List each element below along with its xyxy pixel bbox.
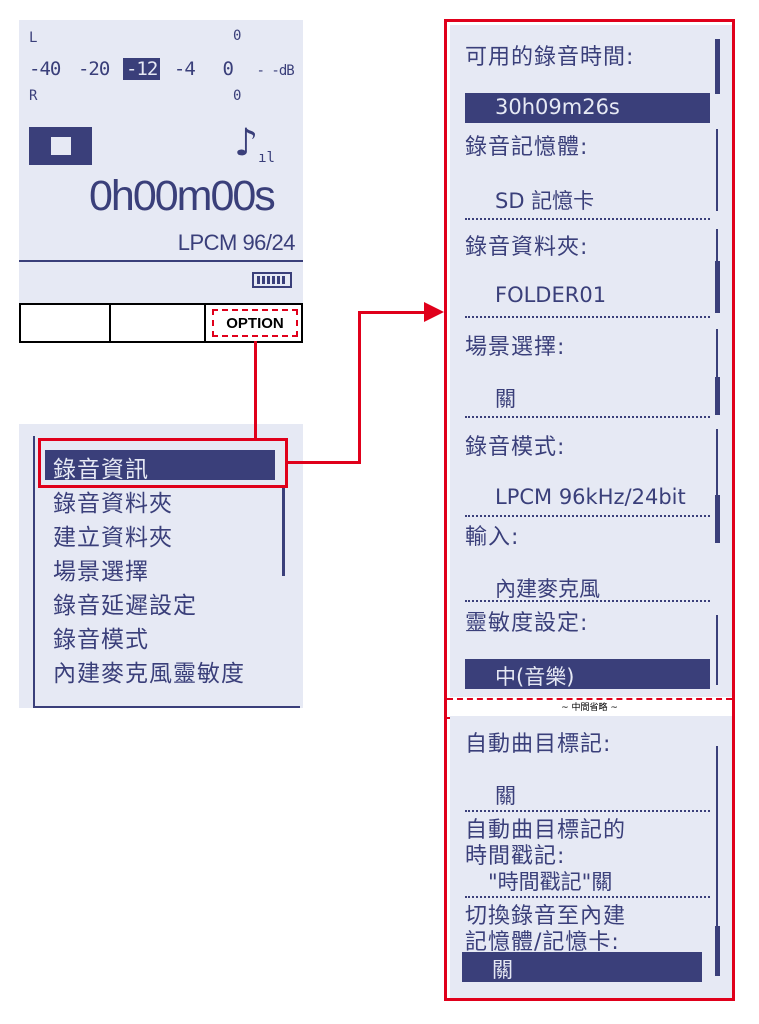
info-value: 關 (492, 958, 513, 982)
info-label: 錄音記憶體: (465, 135, 589, 160)
menu-item-mic-sensitivity[interactable]: 內建麥克風靈敏度 (53, 661, 245, 687)
stop-icon (29, 127, 92, 165)
divider (19, 260, 303, 262)
menu-frame (33, 436, 300, 708)
separator (465, 515, 710, 517)
info-label-line1: 切換錄音至內建 (465, 904, 627, 929)
info-label: 場景選擇: (465, 335, 566, 360)
option-button[interactable]: OPTION (212, 309, 298, 337)
info-value-highlight: 30h09m26s (465, 93, 710, 123)
info-value: "時間戳記"關 (488, 870, 613, 894)
scroll-track (716, 615, 718, 685)
peak-marker-bottom: 0 (233, 88, 242, 104)
info-value: LPCM 96kHz/24bit (495, 485, 686, 509)
info-label: 輸入: (465, 525, 520, 550)
info-label: 錄音模式: (465, 435, 566, 460)
menu-item-rec-delay[interactable]: 錄音延遲設定 (53, 593, 197, 619)
connector-line (288, 461, 361, 464)
info-label: 可用的錄音時間: (465, 45, 635, 70)
meter-unit: - -dB (256, 63, 295, 79)
meter-tick: -4 (173, 58, 196, 80)
separator (465, 600, 710, 602)
scroll-track (716, 746, 718, 976)
menu-item-create-folder[interactable]: 建立資料夾 (53, 525, 173, 551)
info-value: 內建麥克風 (495, 577, 600, 601)
info-label: 靈敏度設定: (465, 611, 589, 636)
scroll-indicator (715, 377, 720, 415)
scroll-indicator (715, 926, 720, 976)
info-value: 中(音樂) (495, 665, 575, 689)
rec-info-screen-top: 可用的錄音時間: 30h09m26s 錄音記憶體: SD 記憶卡 錄音資料夾: … (450, 25, 732, 697)
connector-line (358, 311, 428, 314)
info-value: SD 記憶卡 (495, 189, 595, 213)
menu-item-rec-info[interactable]: 錄音資訊 (53, 457, 149, 483)
scroll-indicator (715, 261, 720, 313)
menu-scrollbar[interactable] (282, 486, 285, 576)
channel-right-label: R (29, 88, 38, 104)
scroll-indicator (715, 495, 720, 543)
divider (204, 305, 206, 341)
meter-tick-selected: -12 (122, 58, 161, 80)
separator (465, 810, 710, 812)
peak-marker-top: 0 (233, 28, 242, 44)
meter-tick: -20 (77, 58, 110, 80)
info-label: 錄音資料夾: (465, 235, 589, 260)
music-note-icon: ♪ıl (234, 120, 275, 166)
menu-item-rec-mode[interactable]: 錄音模式 (53, 627, 149, 653)
level-meter-scale: -40 -20 -12 -4 0 - -dB (29, 58, 295, 80)
menu-item-rec-folder[interactable]: 錄音資料夾 (53, 491, 173, 517)
scroll-track (716, 129, 718, 211)
option-menu: 錄音資訊 錄音資料夾 建立資料夾 場景選擇 錄音延遲設定 錄音模式 內建麥克風靈… (19, 424, 303, 708)
elapsed-time: 0h00m00s (89, 172, 276, 220)
separator (465, 896, 710, 898)
info-label-line2: 記憶體/記憶卡: (465, 930, 620, 955)
battery-icon (252, 272, 292, 288)
recorder-display: L 0 -40 -20 -12 -4 0 - -dB R 0 ♪ıl 0h00m… (19, 20, 303, 305)
recording-format: LPCM 96/24 (177, 230, 296, 255)
scroll-track (716, 429, 718, 511)
arrow-head-icon (424, 302, 444, 322)
channel-left-label: L (29, 30, 38, 46)
meter-tick: -40 (29, 58, 61, 80)
info-value: 關 (495, 387, 516, 411)
menu-selection-highlight (45, 450, 275, 480)
info-value-highlight: 中(音樂) (465, 659, 710, 689)
rec-info-panel: 可用的錄音時間: 30h09m26s 錄音記憶體: SD 記憶卡 錄音資料夾: … (444, 19, 735, 1001)
connector-line (254, 341, 257, 439)
rec-info-screen-bottom: 自動曲目標記: 關 自動曲目標記的 時間戳記: "時間戳記"關 切換錄音至內建 … (450, 716, 732, 998)
info-value-highlight: 關 (462, 952, 702, 982)
info-label: 自動曲目標記: (465, 732, 612, 757)
separator (465, 416, 710, 418)
omitted-note: ~ 中間省略 ~ (561, 703, 618, 713)
connector-line (358, 311, 361, 464)
info-value: 30h09m26s (495, 95, 620, 119)
scroll-track (716, 329, 718, 411)
separator (465, 218, 710, 220)
menu-item-scene[interactable]: 場景選擇 (53, 559, 149, 585)
info-label-line1: 自動曲目標記的 (465, 818, 627, 843)
selection-callout-box (38, 438, 288, 488)
info-value: FOLDER01 (495, 283, 607, 307)
softkey-bar: OPTION (19, 303, 303, 343)
meter-tick: 0 (222, 58, 233, 80)
divider (109, 305, 111, 341)
separator (465, 316, 710, 318)
info-label-line2: 時間戳記: (465, 844, 566, 869)
info-value: 關 (495, 784, 516, 808)
scroll-indicator (715, 39, 720, 94)
